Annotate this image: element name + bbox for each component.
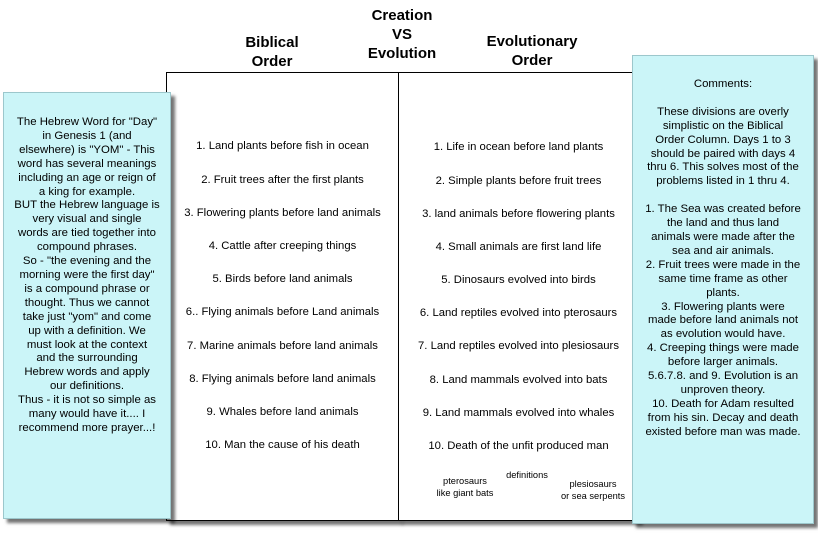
evolutionary-item-3: 3. land animals before flowering plants — [422, 208, 615, 220]
evolutionary-item-7: 7. Land reptiles evolved into plesiosaur… — [418, 340, 619, 352]
hebrew-yom-note-text: The Hebrew Word for "Day" in Genesis 1 (… — [14, 116, 160, 434]
biblical-item-5: 5. Birds before land animals — [212, 273, 353, 285]
biblical-item-2: 2. Fruit trees after the first plants — [201, 174, 364, 186]
evolutionary-item-5: 5. Dinosaurs evolved into birds — [441, 274, 596, 286]
evolutionary-item-2: 2. Simple plants before fruit trees — [435, 175, 602, 187]
evolutionary-item-6: 6. Land reptiles evolved into pterosaurs — [419, 307, 618, 319]
evolutionary-order-box — [398, 72, 639, 521]
biblical-item-10: 10. Man the cause of his death — [205, 439, 360, 451]
evolutionary-item-9: 9. Land mammals evolved into whales — [422, 407, 615, 419]
biblical-order-heading: Biblical Order — [245, 34, 299, 70]
plesiosaurs-definition: plesiosaurs or sea serpents — [560, 479, 626, 501]
evolutionary-item-1: 1. Life in ocean before land plants — [433, 141, 604, 153]
biblical-item-3: 3. Flowering plants before land animals — [184, 207, 381, 219]
evolutionary-item-10: 10. Death of the unfit produced man — [428, 440, 609, 452]
biblical-item-6: 6.. Flying animals before Land animals — [185, 306, 380, 318]
pterosaurs-definition: pterosaurs like giant bats — [436, 476, 494, 498]
biblical-item-1: 1. Land plants before fish in ocean — [196, 140, 369, 152]
hebrew-yom-note: The Hebrew Word for "Day" in Genesis 1 (… — [3, 92, 171, 519]
biblical-order-box — [166, 72, 399, 521]
biblical-item-9: 9. Whales before land animals — [206, 406, 359, 418]
comments-note-text: Comments: These divisions are overly sim… — [645, 78, 801, 438]
evolutionary-item-8: 8. Land mammals evolved into bats — [429, 374, 608, 386]
biblical-item-8: 8. Flying animals before land animals — [189, 373, 376, 385]
evolutionary-item-4: 4. Small animals are first land life — [435, 241, 602, 253]
comments-note: Comments: These divisions are overly sim… — [632, 55, 814, 524]
biblical-item-4: 4. Cattle after creeping things — [208, 240, 357, 252]
biblical-item-7: 7. Marine animals before land animals — [187, 340, 378, 352]
evolutionary-order-heading: Evolutionary Order — [486, 33, 578, 69]
page-title: Creation VS Evolution — [367, 7, 437, 62]
definitions-label: definitions — [506, 470, 548, 480]
